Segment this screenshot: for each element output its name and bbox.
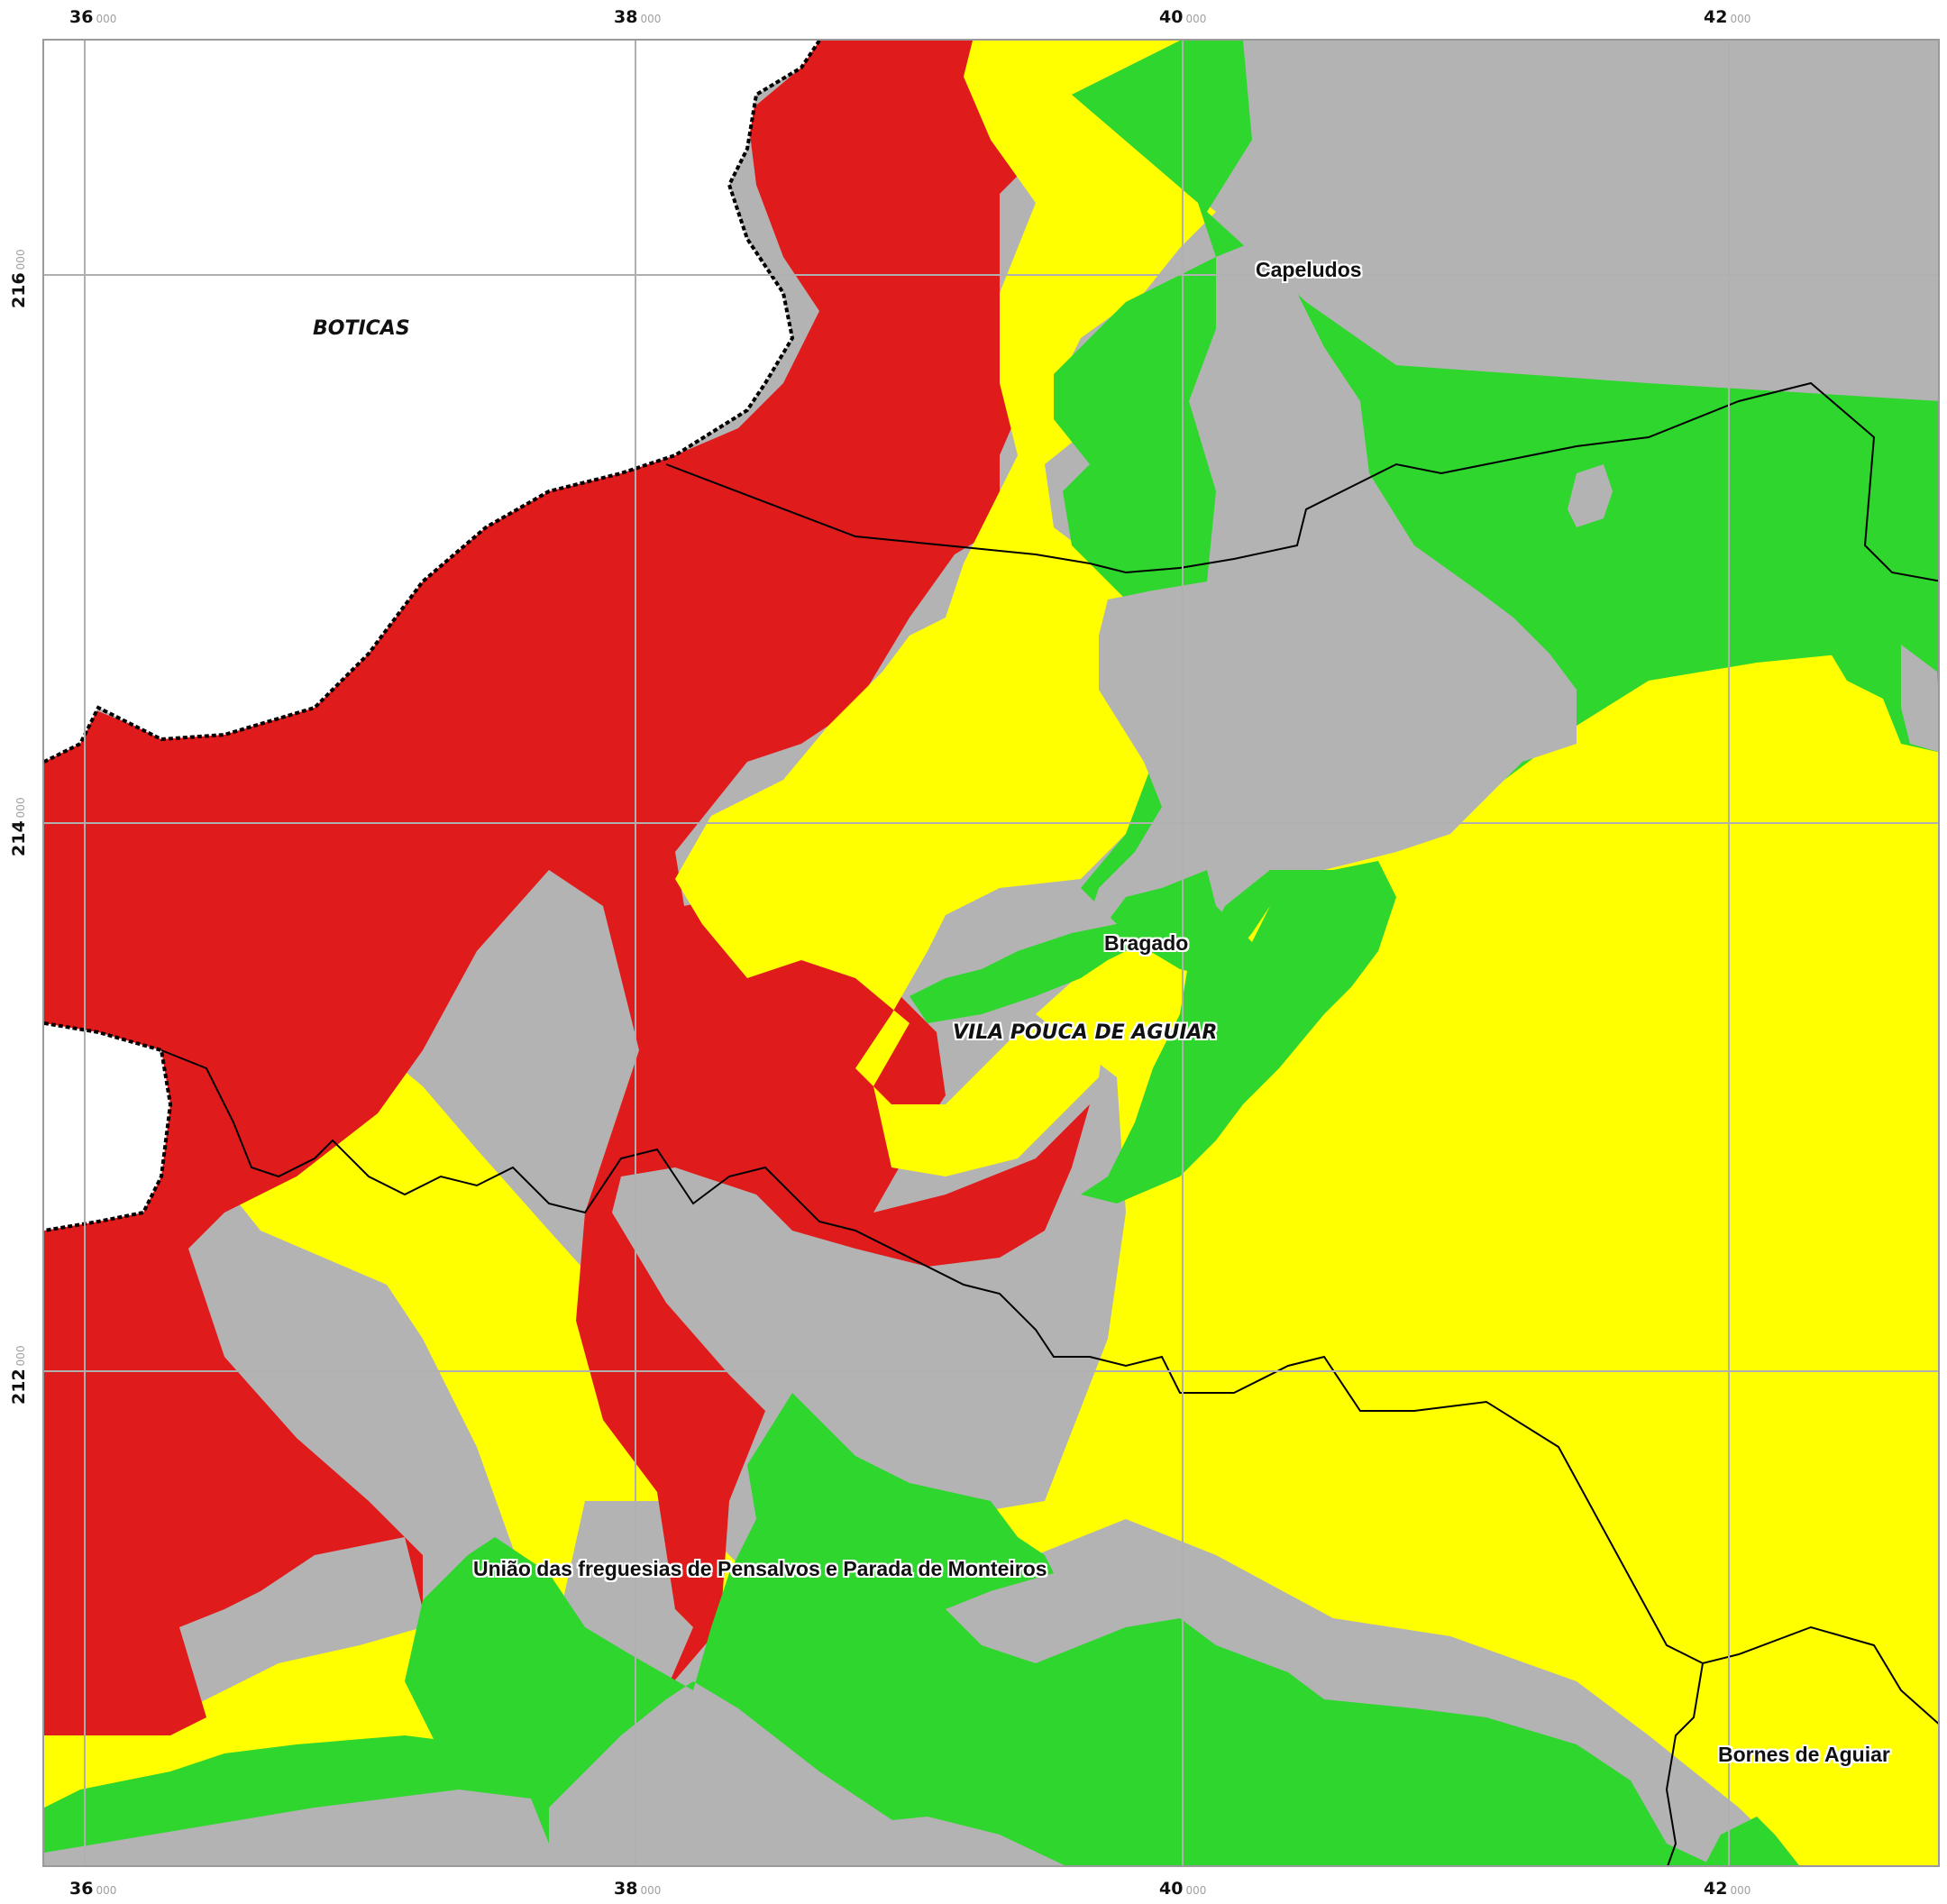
- zone-yellow-east: [44, 509, 1938, 1865]
- municipality-border-north: [44, 41, 821, 764]
- zone-red-west: [44, 41, 1090, 1735]
- zone-gray-central: [1081, 239, 1577, 942]
- grid-lines: [44, 41, 1938, 1865]
- zone-gray-small-spot: [1568, 464, 1613, 527]
- parish-label-bornes: Bornes de Aguiar: [1718, 1743, 1890, 1766]
- zone-gray-northeast: [1225, 41, 1938, 401]
- map-canvas[interactable]: [44, 41, 1940, 1867]
- parish-label-pensalvos: União das freguesias de Pensalvos e Para…: [473, 1557, 1047, 1580]
- municipality-label-boticas: BOTICAS: [313, 317, 410, 340]
- zone-green-bragado: [910, 861, 1396, 1204]
- outside-boticas-west: [44, 1023, 170, 1231]
- parish-label-capeludos: Capeludos: [1256, 258, 1362, 281]
- parish-boundary-north: [665, 381, 1938, 582]
- zone-gray-south: [44, 1790, 549, 1865]
- map-frame[interactable]: [42, 39, 1940, 1867]
- y-tick-214: 214000: [9, 797, 29, 856]
- zone-gray-east-spot: [1901, 645, 1938, 752]
- y-tick-216: 216000: [9, 249, 29, 308]
- zone-yellow-bottomleft: [44, 1735, 170, 1808]
- zone-yellow-north: [675, 41, 1216, 1176]
- parish-boundary-southeast: [1665, 1662, 1704, 1865]
- parish-boundary-middle: [160, 1049, 1938, 1725]
- municipality-border-west: [44, 1021, 173, 1232]
- y-tick-212: 212000: [9, 1345, 29, 1405]
- zone-gray-south-2: [549, 1817, 1065, 1865]
- municipality-label-vila-pouca: VILA POUCA DE AGUIAR: [953, 1021, 1218, 1044]
- outside-boticas-north: [44, 41, 819, 762]
- zone-green-south: [175, 1393, 1714, 1865]
- parish-label-bragado: Bragado: [1104, 931, 1189, 955]
